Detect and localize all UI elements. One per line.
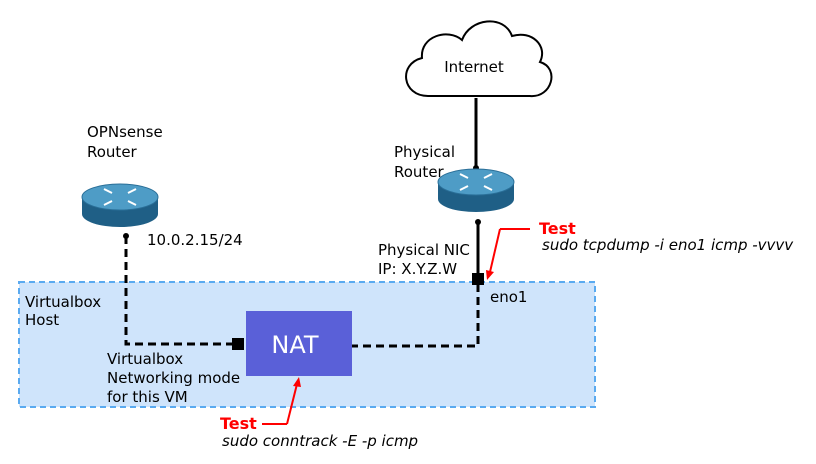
conntrack-test-arrow	[286, 383, 298, 425]
router-icon	[437, 168, 515, 212]
opnsense-ip: 10.0.2.15/24	[147, 231, 243, 249]
link-endpoint	[475, 219, 481, 225]
conntrack-test-command: sudo conntrack -E -p icmp	[222, 432, 418, 450]
tcpdump-test-arrow	[489, 228, 501, 273]
nic-to-nat-link	[352, 284, 480, 348]
cloud-icon	[405, 20, 553, 98]
nat-label: NAT	[271, 331, 319, 359]
link-endpoint	[123, 233, 129, 239]
tcpdump-test-label: Test	[539, 219, 576, 238]
nat-box	[246, 311, 352, 376]
opnsense-label-line2: Router	[87, 143, 138, 161]
vbox-mode-line3: for this VM	[107, 388, 188, 406]
router-icon	[81, 183, 159, 227]
internet-label: Internet	[444, 58, 504, 76]
conntrack-test-arrowhead	[293, 377, 301, 387]
eno1-port	[472, 273, 484, 285]
host-label-line2: Host	[25, 311, 59, 329]
vbox-mode-line2: Networking mode	[107, 369, 240, 387]
opnsense-label-line1: OPNsense	[87, 123, 163, 141]
physical-router-label-line1: Physical	[394, 143, 455, 161]
physical-nic-label-line1: Physical NIC	[378, 241, 470, 259]
physical-router-label-line2: Router	[394, 163, 445, 181]
tcpdump-test-command: sudo tcpdump -i eno1 icmp -vvvv	[542, 236, 794, 254]
host-label-line1: Virtualbox	[25, 293, 101, 311]
opnsense-to-nat-link	[124, 236, 235, 346]
nat-port	[232, 338, 244, 350]
vbox-mode-line1: Virtualbox	[107, 350, 183, 368]
physical-nic-label-line2: IP: X.Y.Z.W	[378, 260, 457, 278]
tcpdump-test-arrowhead	[486, 270, 494, 280]
eno1-label: eno1	[490, 288, 527, 306]
conntrack-test-label: Test	[220, 414, 257, 433]
